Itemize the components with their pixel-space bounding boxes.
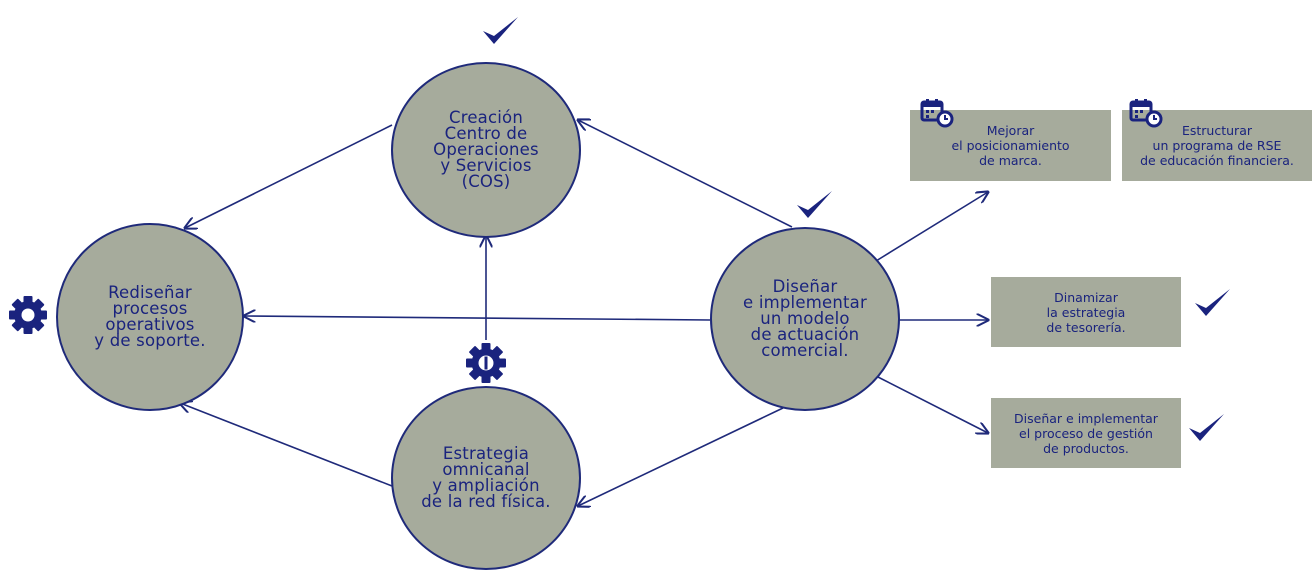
box-dinamizar-label: Dinamizar la estrategia de tesorería. (1046, 289, 1126, 335)
node-disenar: Diseñar e implementar un modelo de actua… (710, 227, 900, 411)
check-icon (797, 191, 832, 218)
box-estructurar-label: Estructurar un programa de RSE de educac… (1140, 123, 1294, 168)
node-estrategia-label: Estrategia omnicanal y ampliación de la … (421, 444, 551, 511)
check-icon (1189, 414, 1224, 441)
arrow-estrategia-to-redisenar (180, 403, 393, 487)
node-cos-label: Creación Centro de Operaciones y Servici… (433, 108, 539, 191)
arrow-disenar-to-cos (578, 120, 793, 228)
arrow-cos-to-redisenar (185, 124, 393, 228)
node-estrategia: Estrategia omnicanal y ampliación de la … (391, 386, 581, 570)
check-icon (483, 17, 518, 44)
calendar-clock-icon (1129, 99, 1163, 128)
node-cos: Creación Centro de Operaciones y Servici… (391, 62, 581, 238)
box-disenar-proceso-label: Diseñar e implementar el proceso de gest… (1014, 410, 1158, 456)
box-mejorar-label: Mejorar el posicionamiento de marca. (951, 123, 1070, 168)
arrow-disenar-to-estrategia (578, 407, 784, 506)
check-icon (1195, 289, 1230, 316)
arrow-disenar-to-redisenar (244, 316, 711, 320)
box-mejorar: Mejorar el posicionamiento de marca. (910, 110, 1111, 181)
box-disenar-proceso: Diseñar e implementar el proceso de gest… (991, 398, 1181, 468)
gear-icon (9, 296, 47, 334)
box-dinamizar: Dinamizar la estrategia de tesorería. (991, 277, 1181, 347)
node-disenar-label: Diseñar e implementar un modelo de actua… (743, 277, 867, 360)
arrow-disenar-to-mejorar (875, 192, 988, 262)
box-estructurar: Estructurar un programa de RSE de educac… (1122, 110, 1312, 181)
node-redisenar: Rediseñar procesos operativos y de sopor… (56, 223, 244, 411)
node-redisenar-label: Rediseñar procesos operativos y de sopor… (94, 283, 206, 350)
arrow-disenar-to-producto (875, 375, 988, 433)
calendar-clock-icon (920, 99, 954, 128)
gear-icon (466, 343, 506, 383)
